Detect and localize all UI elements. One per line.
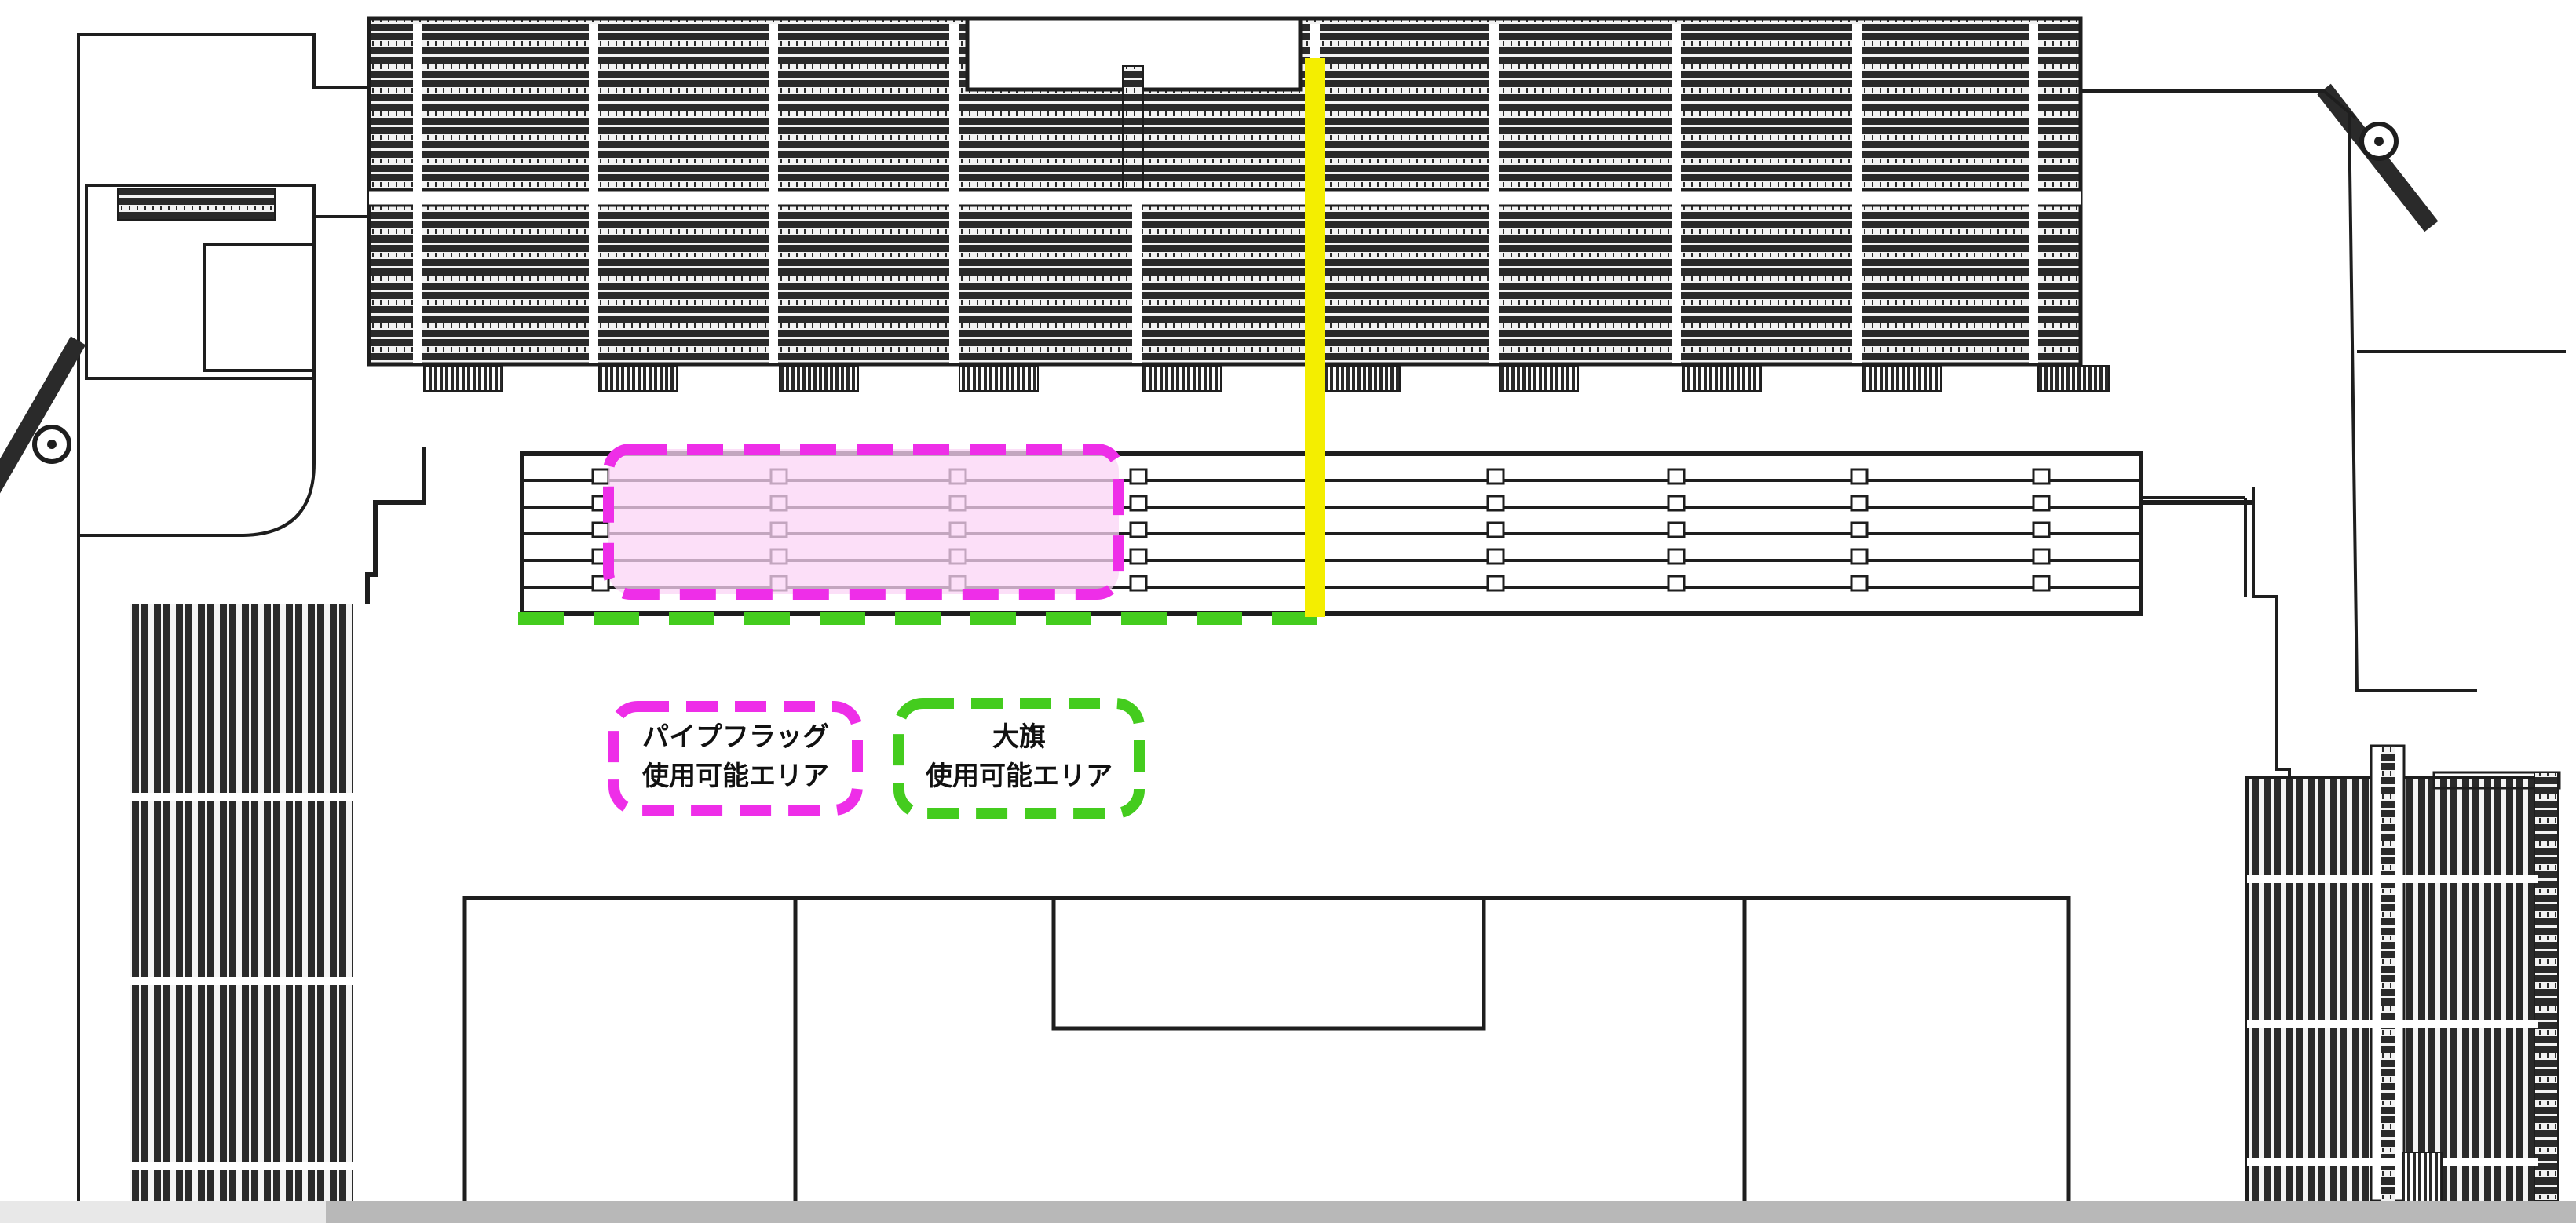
legend-big-flag-box xyxy=(893,698,1145,819)
left-side-stand xyxy=(130,604,353,1203)
left-gate xyxy=(0,336,86,496)
left-building xyxy=(77,33,369,1201)
divider-line xyxy=(1305,58,1325,617)
right-gate xyxy=(2317,83,2439,232)
pitch xyxy=(462,896,2071,1201)
main-stand xyxy=(367,16,2110,392)
legend-big-flag-line2: 使用可能エリア xyxy=(926,761,1113,792)
pipe-flag-area xyxy=(603,444,1124,600)
right-side-stand xyxy=(2245,744,2561,1204)
legend-pipe-flag-line2: 使用可能エリア xyxy=(642,761,829,792)
legend-pipe-flag-text: パイプフラッグ 使用可能エリア xyxy=(614,717,857,796)
ground-bar-dark xyxy=(326,1201,2576,1223)
legend-big-flag-text: 大旗 使用可能エリア xyxy=(899,717,1139,796)
legend-big-flag-line1: 大旗 xyxy=(992,721,1046,753)
left-building-seats xyxy=(117,188,276,221)
legend-pipe-flag-box xyxy=(608,701,863,816)
legend-pipe-flag-line1: パイプフラッグ xyxy=(642,721,829,753)
